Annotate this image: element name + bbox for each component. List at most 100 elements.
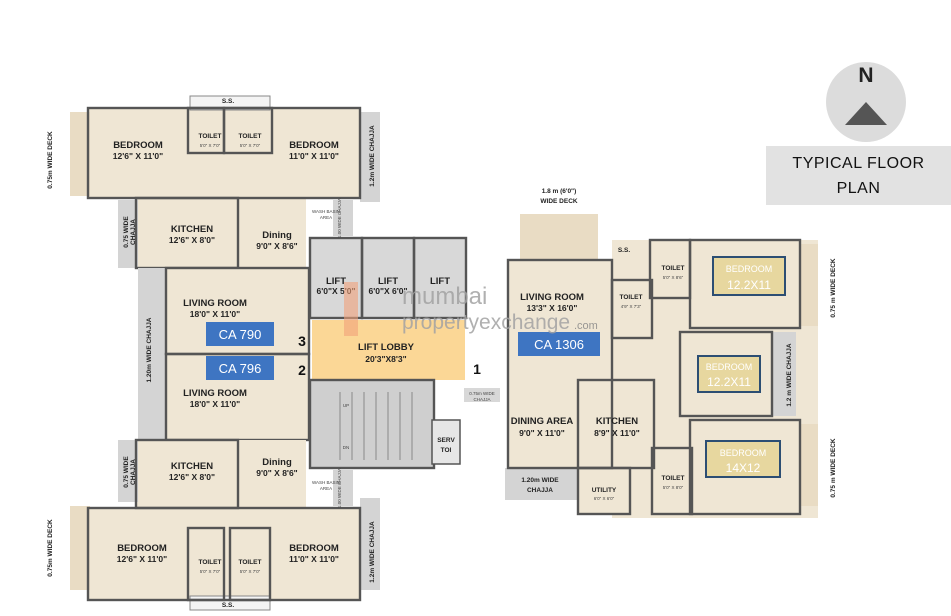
chhaja-label-kitchen-top-1: 0.75 WIDE <box>123 216 130 248</box>
north-indicator: N <box>826 62 906 142</box>
plan-title-line1: TYPICAL FLOOR <box>792 154 925 172</box>
room-bedroom-br: BEDROOM <box>289 543 339 554</box>
deck-labels: 0.75m WIDE DECK 0.75m WIDE DECK 1.2m WID… <box>47 125 837 583</box>
labels-core: LIFT 6'0"X 5'0" LIFT 6'0"X 6'0" LIFT LIF… <box>316 276 455 454</box>
chhaja-label-lobby-1: 0.75m WIDE <box>469 391 495 396</box>
left-top-flat <box>70 95 380 270</box>
north-letter: N <box>858 64 874 87</box>
room-bedroom-tr: BEDROOM <box>289 140 339 151</box>
carpet-area-pills: CA 790 CA 796 CA 1306 <box>206 322 600 380</box>
labels-left-bottom: LIVING ROOM 18'0" X 11'0" KITCHEN 12'6" … <box>117 388 339 609</box>
chhaja-label-right: 1.2 m WIDE CHAJJA <box>786 343 793 407</box>
dim-toilet-b2: 5'0" X 7'0" <box>240 569 261 574</box>
room-toilet-t2: TOILET <box>239 133 262 140</box>
room-toilet-r2: TOILET <box>620 294 643 301</box>
dim-living-bottom: 18'0" X 11'0" <box>190 399 240 409</box>
room-dining-area: DINING AREA <box>511 416 574 427</box>
stair-up: UP <box>343 403 349 408</box>
room-kitchen-right: KITCHEN <box>596 416 638 427</box>
chhaja-label-living: 1.20m WIDE CHAJJA <box>146 317 153 382</box>
labels-right: LIVING ROOM 13'3" X 16'0" TOILET 5'0" X … <box>511 247 685 501</box>
bedroom-tag-2-label: BEDROOM <box>706 362 753 372</box>
dim-dining-bottom: 9'0" X 8'6" <box>256 468 297 478</box>
room-kitchen-top: KITCHEN <box>171 224 213 235</box>
chhaja-label-kitchen-bottom-1: 0.75 WIDE <box>123 456 130 488</box>
stair-dn: DN <box>343 445 350 450</box>
wash-basin-top-2: AREA <box>320 215 332 220</box>
left-living-column <box>138 266 311 442</box>
entry-markers: 3 2 1 <box>298 333 481 378</box>
bedroom-tag-1-label: BEDROOM <box>726 264 773 274</box>
room-serv-1: SERV <box>437 437 455 444</box>
bedroom-tag-3-label: BEDROOM <box>720 448 767 458</box>
dim-lift-2: 6'0"X 6'0" <box>368 286 407 296</box>
watermark-line2: propertyexchange <box>402 311 570 334</box>
dim-toilet-r1: 5'0" X 8'6" <box>663 275 684 280</box>
dim-bedroom-bl: 12'6" X 11'0" <box>117 554 167 564</box>
dim-toilet-b1: 5'0" X 7'0" <box>200 569 221 574</box>
plan-title-line2: PLAN <box>836 179 881 197</box>
room-living-bottom: LIVING ROOM <box>183 388 247 399</box>
ss-right: S.S. <box>618 247 630 254</box>
room-lift-3: LIFT <box>430 276 450 287</box>
chhaja-label-left-bottom: 1.2m WIDE CHAJJA <box>369 521 376 583</box>
room-kitchen-bottom: KITCHEN <box>171 461 213 472</box>
dim-lift-1: 6'0"X 5'0" <box>316 286 355 296</box>
room-toilet-b2: TOILET <box>239 559 262 566</box>
room-toilet-b1: TOILET <box>199 559 222 566</box>
deck-label-18-line2: WIDE DECK <box>540 198 578 205</box>
room-lift-2: LIFT <box>378 276 398 287</box>
chhaja-100-bottom: 1.00 WIDE CHAJJA <box>337 468 342 508</box>
room-bedroom-tl: BEDROOM <box>113 140 163 151</box>
room-bedroom-bl: BEDROOM <box>117 543 167 554</box>
room-dining-bottom: Dining <box>262 457 292 468</box>
room-dining-top: Dining <box>262 230 292 241</box>
north-arrow-icon <box>845 102 887 125</box>
dim-toilet-r2: 4'9" X 7'3" <box>621 304 642 309</box>
room-toilet-r1: TOILET <box>662 265 685 272</box>
dim-kitchen-bottom: 12'6" X 8'0" <box>169 472 215 482</box>
dim-toilet-t2: 5'0" X 7'0" <box>240 143 261 148</box>
carpet-area-1306: CA 1306 <box>534 337 584 352</box>
dim-toilet-t1: 5'0" X 7'0" <box>200 143 221 148</box>
wash-basin-bottom-2: AREA <box>320 486 332 491</box>
room-lift-lobby: LIFT LOBBY <box>358 342 415 353</box>
chhaja-label-dining-2: CHAJJA <box>527 487 553 494</box>
deck-label-left-top: 0.75m WIDE DECK <box>47 131 54 189</box>
room-living-right: LIVING ROOM <box>520 292 584 303</box>
ss-bottom: S.S. <box>222 602 234 609</box>
room-lift-1: LIFT <box>326 276 346 287</box>
entry-marker-1: 1 <box>473 361 481 377</box>
chhaja-label-dining-1: 1.20m WIDE <box>521 477 559 484</box>
entry-marker-2: 2 <box>298 362 306 378</box>
chhaja-label-lobby-2: CHAJJA <box>473 397 490 402</box>
dim-dining-top: 9'0" X 8'6" <box>256 241 297 251</box>
dim-living-top: 18'0" X 11'0" <box>190 309 240 319</box>
dim-dining-area: 9'0" X 11'0" <box>519 428 565 438</box>
wash-basin-top-1: WASH BASIN <box>312 209 340 214</box>
watermark: mumbai propertyexchange .com <box>344 282 598 336</box>
room-serv-2: TOI <box>441 447 452 454</box>
bedroom-tag-2-size: 12.2X11 <box>707 375 751 389</box>
dim-kitchen-right: 8'9" X 11'0" <box>594 428 640 438</box>
chhaja-label-left-top: 1.2m WIDE CHAJJA <box>369 125 376 187</box>
room-utility: UTILITY <box>592 487 617 494</box>
room-toilet-r3: TOILET <box>662 475 685 482</box>
dim-living-right: 13'3" X 16'0" <box>527 303 578 313</box>
chhaja-label-kitchen-top-2: CHAJJA <box>130 219 137 245</box>
labels-left-top: BEDROOM 12'6" X 11'0" BEDROOM 11'0" X 11… <box>113 98 339 319</box>
left-bottom-flat <box>70 438 380 611</box>
dim-kitchen-top: 12'6" X 8'0" <box>169 235 215 245</box>
carpet-area-796: CA 796 <box>219 361 262 376</box>
watermark-suffix: .com <box>574 320 598 332</box>
dim-bedroom-br: 11'0" X 11'0" <box>289 554 339 564</box>
plan-title-box: TYPICAL FLOOR PLAN <box>766 146 951 205</box>
ss-top: S.S. <box>222 98 234 105</box>
deck-label-right-bottom: 0.75 m WIDE DECK <box>830 438 837 498</box>
chhaja-label-kitchen-bottom-2: CHAJJA <box>130 459 137 485</box>
bedroom-tags: BEDROOM 12.2X11 BEDROOM 12.2X11 BEDROOM … <box>697 256 786 478</box>
dim-bedroom-tl: 12'6" X 11'0" <box>113 151 163 161</box>
deck-label-18-line1: 1.8 m (6'0") <box>542 188 577 195</box>
entry-marker-3: 3 <box>298 333 306 349</box>
